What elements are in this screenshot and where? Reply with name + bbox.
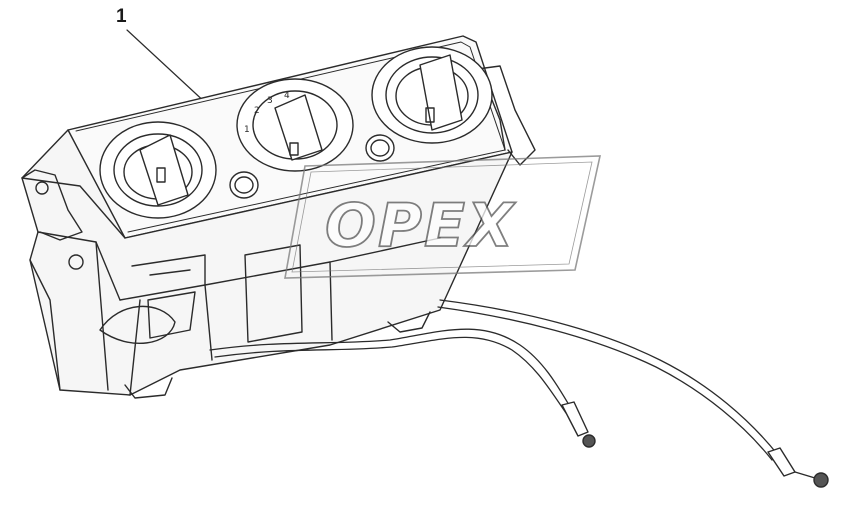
mounting-bracket-right	[469, 65, 536, 166]
dial-mark-4: 4	[284, 91, 290, 101]
dial-scale-marks: 1 2 3 4	[244, 91, 290, 135]
rotary-knob-temperature	[236, 78, 354, 172]
part-callout-label: 1	[116, 6, 127, 27]
watermark-logo: OPEX	[284, 155, 602, 279]
housing-body	[21, 129, 513, 396]
rotary-knob-airflow	[371, 46, 493, 144]
cable-end-fitting-right	[767, 447, 829, 488]
push-button-recirculation	[229, 171, 259, 199]
watermark-text: OPEX	[325, 191, 516, 261]
dial-mark-2: 2	[254, 106, 260, 116]
dial-mark-3: 3	[267, 96, 273, 106]
rotary-knob-fan	[99, 121, 217, 219]
cable-end-fitting-left	[561, 401, 596, 448]
mounting-bracket-left	[21, 169, 83, 241]
push-button-ac	[365, 134, 395, 162]
control-cable-left	[209, 328, 573, 414]
dial-mark-1: 1	[244, 125, 250, 135]
callout-leader-line	[126, 29, 209, 106]
control-cable-right	[437, 299, 779, 461]
